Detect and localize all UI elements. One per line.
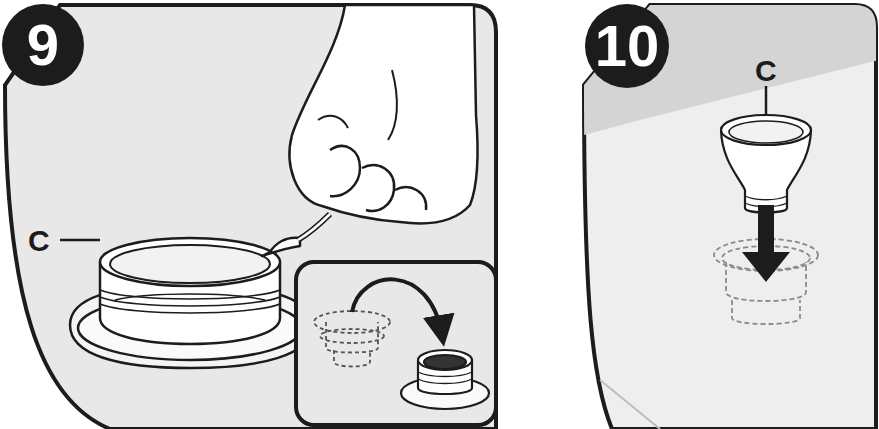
- hand: [262, 5, 478, 256]
- wall-shade: [584, 0, 879, 135]
- step-number-badge: 10: [585, 4, 669, 88]
- old-flange: [314, 311, 390, 367]
- sink-flange: [70, 238, 312, 368]
- step-number-badge: 9: [2, 4, 84, 86]
- leader-line: [60, 239, 100, 242]
- leader-line: [765, 86, 768, 116]
- step-number: 10: [595, 17, 660, 75]
- inset-panel: [296, 262, 496, 425]
- step-panel: [5, 5, 496, 429]
- sink-flange: [721, 115, 811, 213]
- new-flange: [401, 350, 489, 409]
- step-number: 9: [27, 16, 59, 74]
- part-label: C: [755, 56, 777, 86]
- sink-edge: [600, 380, 660, 429]
- part-label: C: [28, 226, 50, 256]
- insert-arrow: [742, 205, 790, 282]
- move-arrow: [352, 279, 442, 335]
